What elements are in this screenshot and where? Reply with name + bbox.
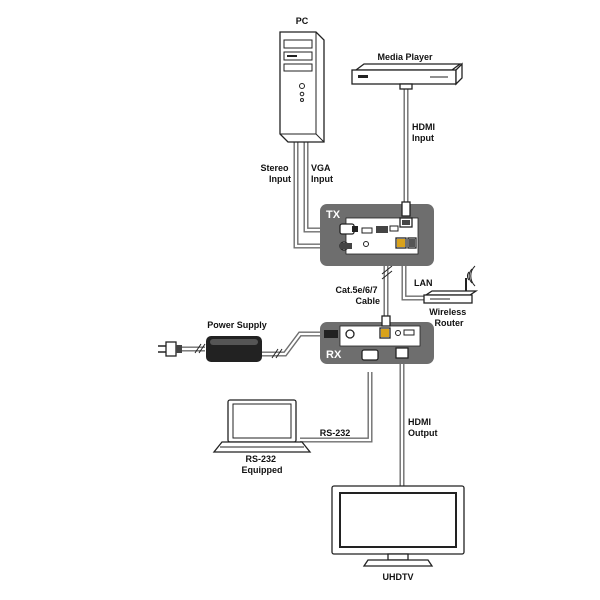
hdmi-input-label: HDMI Input bbox=[412, 122, 438, 143]
cables bbox=[180, 88, 430, 488]
hdmi-output-label: HDMI Output bbox=[408, 417, 438, 438]
power-adapter-icon bbox=[206, 336, 262, 362]
rx-unit bbox=[320, 315, 434, 364]
vga-input-label: VGA Input bbox=[311, 163, 333, 184]
wireless-router-icon bbox=[423, 265, 479, 304]
pc-label: PC bbox=[296, 16, 309, 26]
stereo-input-label: Stereo Input bbox=[260, 163, 291, 184]
media-player-label: Media Player bbox=[377, 52, 433, 62]
uhdtv-label: UHDTV bbox=[383, 572, 414, 582]
media-player-icon bbox=[351, 62, 463, 90]
uhdtv-icon bbox=[331, 485, 465, 567]
pc-tower-icon bbox=[279, 31, 325, 143]
rx-label: RX bbox=[326, 349, 342, 361]
power-supply-label: Power Supply bbox=[207, 320, 267, 330]
rs232-equipped-label: RS-232 Equipped bbox=[242, 454, 283, 475]
cable-break-marks bbox=[194, 265, 393, 359]
power-cord-right bbox=[262, 331, 326, 357]
laptop-icon bbox=[212, 399, 312, 453]
wireless-router-label: Wireless Router bbox=[429, 307, 468, 328]
tx-label: TX bbox=[326, 209, 341, 221]
lan-label: LAN bbox=[414, 278, 433, 288]
cat-cable-label: Cat.5e/6/7 Cable bbox=[335, 285, 380, 306]
tx-unit bbox=[320, 201, 434, 266]
power-plug-icon bbox=[158, 341, 182, 357]
rs232-label: RS-232 bbox=[320, 428, 351, 438]
